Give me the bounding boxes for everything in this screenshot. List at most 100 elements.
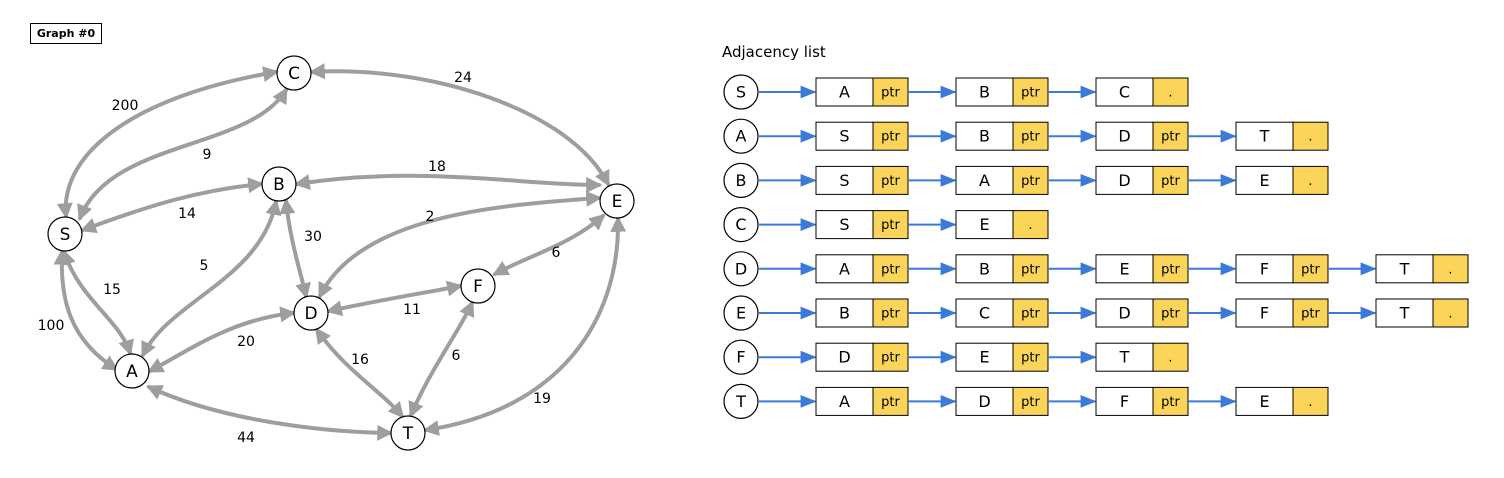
list-node-ptr-label: ptr [1021,307,1040,322]
list-node-value: T [1119,348,1130,367]
list-node-value: A [839,259,850,278]
graph-node-circle [261,166,297,202]
list-node: T. [1095,342,1189,372]
graph-node-e: E [599,183,635,219]
list-node-ptr-cell [1292,165,1329,195]
list-node-ptr-label: ptr [1021,174,1040,189]
graph-node-circle [293,295,329,331]
adjacency-head-label: T [735,392,746,411]
edge-weight-label: 5 [200,258,209,274]
edge-weight-label: 20 [237,334,255,350]
list-node-value-cell [1095,165,1154,195]
edge-b-d [279,197,311,300]
graph-node-label: S [60,225,71,245]
list-node-value: C [1119,83,1130,102]
list-node-ptr-cell [1012,121,1049,151]
list-node-ptr-cell [872,386,909,416]
list-node-value-cell [955,254,1014,284]
list-node-value-cell [955,165,1014,195]
list-node-value: A [839,83,850,102]
graph-node-s: S [47,216,83,252]
list-node-value: E [979,348,989,367]
adjacency-head-label: E [736,304,746,323]
list-node-value-cell [1095,121,1154,151]
adjacency-head-label: A [736,127,747,146]
list-node-value: T [1399,259,1410,278]
graph-node-circle [276,55,312,91]
list-node-value: B [979,259,990,278]
list-node: C. [1095,77,1189,107]
list-node-ptr-cell [1012,254,1049,284]
list-node: T. [1235,121,1329,151]
edge-d-t [315,327,405,419]
adjacency-head-label: S [736,83,746,102]
graph-title-badge: Graph #0 [30,23,102,44]
edge-weight-label: 16 [351,352,369,368]
edge-weight-label: 24 [454,70,472,86]
list-node-ptr-label: ptr [881,130,900,145]
list-node-value: S [839,127,849,146]
edge-weight-label: 44 [237,430,255,446]
list-node-ptr-label: ptr [881,174,900,189]
list-node-ptr-cell [1292,298,1329,328]
list-node-end-marker: . [1168,86,1172,101]
list-node-value: B [979,127,990,146]
edge-weight-label: 30 [304,229,322,245]
list-node-value: A [839,392,850,411]
list-node-ptr-label: ptr [881,86,900,101]
list-node-ptr-label: ptr [1021,86,1040,101]
list-node-end-marker: . [1448,307,1452,322]
graph-node-circle [599,183,635,219]
edge-weight-label: 100 [38,318,65,334]
list-node-end-marker: . [1308,395,1312,410]
list-node-value-cell [1095,254,1154,284]
graph-node-label: A [126,362,138,382]
edge-weight-label: 18 [428,159,446,175]
adjacency-head-label: F [736,348,745,367]
list-node-ptr-cell [1292,386,1329,416]
edge-weight-label: 15 [103,282,121,298]
list-node-end-marker: . [1168,351,1172,366]
list-node-ptr-label: ptr [1161,174,1180,189]
list-node-value: T [1259,127,1270,146]
list-node-value-cell [955,77,1014,107]
list-node-end-marker: . [1308,174,1312,189]
list-node-value-cell [955,386,1014,416]
list-node-ptr-cell [1152,165,1189,195]
list-node: T. [1375,298,1469,328]
list-node-ptr-label: ptr [881,351,900,366]
edge-c-e [308,63,610,187]
list-node-value-cell [815,254,874,284]
list-node-ptr-cell [1152,386,1189,416]
list-node-ptr-label: ptr [1021,130,1040,145]
list-node-ptr-cell [872,210,909,240]
graph-node-f: F [460,268,496,304]
list-node-ptr-cell [1152,77,1189,107]
graph-node-a: A [114,353,150,389]
list-node: T. [1375,254,1469,284]
edge-weight-label: 200 [112,98,139,114]
list-node-value-cell [955,298,1014,328]
edge-a-t [146,385,394,441]
list-node-ptr-cell [872,165,909,195]
list-node-ptr-label: ptr [1301,307,1320,322]
list-node-ptr-label: ptr [1161,130,1180,145]
list-node-ptr-cell [872,298,909,328]
list-node: E. [1235,386,1329,416]
list-node-value: B [979,83,990,102]
graph-node-d: D [293,295,329,331]
list-node-ptr-cell [872,121,909,151]
